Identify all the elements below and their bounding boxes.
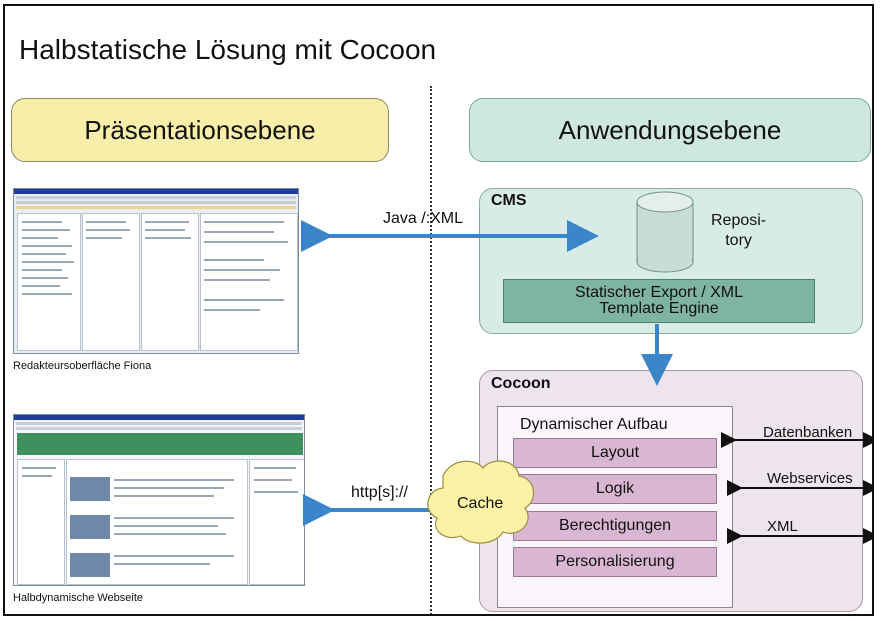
screenshot-text-line [22, 277, 68, 279]
screenshot-text-line [22, 261, 74, 263]
diagram-title: Halbstatische Lösung mit Cocoon [19, 34, 437, 65]
diagram-slide: Halbstatische Lösung mit Cocoon Präsenta… [3, 4, 874, 616]
caption-website: Halbdynamische Webseite [13, 592, 144, 604]
layer-layout: Layout [513, 438, 717, 468]
screenshot-text-line [254, 467, 296, 469]
screenshot-text-line [204, 241, 288, 243]
screenshot-text-line [204, 309, 260, 311]
screenshot-text-line [204, 269, 280, 271]
repository-cylinder-icon [636, 191, 694, 273]
website-article-image [70, 515, 110, 539]
cache-cloud-icon [427, 460, 535, 544]
screenshot-text-line [204, 231, 274, 233]
screenshot-text-line [22, 229, 70, 231]
export-line2: Template Engine [599, 300, 719, 317]
website-banner [17, 433, 303, 455]
screenshot-text-line [22, 253, 66, 255]
screenshot-text-line [114, 479, 234, 481]
screenshot-tree-panel [17, 213, 81, 351]
screenshot-titlebar [14, 415, 304, 420]
screenshot-text-line [22, 285, 60, 287]
screenshot-text-line [86, 237, 122, 239]
fiona-editor-screenshot [13, 188, 299, 354]
repository-label-line1: Reposi- [711, 212, 767, 229]
cms-label: CMS [491, 192, 527, 209]
screenshot-detail-panel [200, 213, 298, 351]
screenshot-text-line [86, 229, 130, 231]
screenshot-text-line [204, 221, 284, 223]
layer-divider [430, 86, 432, 614]
screenshot-text-line [22, 237, 58, 239]
screenshot-text-line [145, 221, 189, 223]
screenshot-text-line [114, 525, 218, 527]
screenshot-text-line [114, 487, 224, 489]
diagram-connectors [301, 191, 872, 544]
screenshot-text-line [114, 533, 226, 535]
screenshot-text-line [22, 245, 72, 247]
repository-label: Reposi- tory [711, 211, 766, 251]
caption-fiona: Redakteursoberfläche Fiona [13, 360, 152, 372]
screenshot-text-line [22, 467, 56, 469]
website-article-image [70, 553, 110, 577]
screenshot-text-line [86, 221, 126, 223]
website-nav [17, 459, 65, 585]
screenshot-text-line [254, 479, 292, 481]
website-article-image [70, 477, 110, 501]
screenshot-text-line [204, 299, 284, 301]
java-xml-label: Java /:XML [383, 210, 464, 227]
repository-label-line2: tory [725, 232, 752, 249]
http-label: http[s]:// [351, 484, 408, 501]
dynamic-build-label: Dynamischer Aufbau [520, 416, 668, 433]
screenshot-text-line [22, 475, 52, 477]
screenshot-text-line [114, 517, 234, 519]
screenshot-text-line [22, 293, 72, 295]
header-application-layer: Anwendungsebene [469, 98, 871, 162]
static-export-box: Statischer Export / XML Template Engine [503, 279, 815, 323]
screenshot-addressbar [16, 427, 302, 430]
layer-logic: Logik [513, 474, 717, 504]
screenshot-text-line [22, 269, 62, 271]
cache-label: Cache [457, 495, 504, 512]
screenshot-list-panel [82, 213, 140, 351]
screenshot-text-line [114, 495, 214, 497]
export-line1: Statischer Export / XML [574, 284, 744, 301]
layer-permissions: Berechtigungen [513, 511, 717, 541]
screenshot-text-line [22, 221, 62, 223]
header-presentation-layer: Präsentationsebene [11, 98, 389, 162]
screenshot-text-line [254, 491, 298, 493]
screenshot-text-line [145, 237, 191, 239]
screenshot-text-line [204, 279, 270, 281]
layer-personalization: Personalisierung [513, 547, 717, 577]
website-screenshot [13, 414, 305, 586]
screenshot-text-line [204, 259, 264, 261]
screenshot-list-panel [141, 213, 199, 351]
screenshot-text-line [114, 563, 210, 565]
screenshot-toolbar [16, 206, 296, 209]
screenshot-titlebar [14, 189, 298, 194]
screenshot-menubar [16, 422, 302, 425]
screenshot-text-line [145, 229, 185, 231]
cocoon-label: Cocoon [491, 375, 551, 392]
screenshot-text-line [114, 555, 234, 557]
screenshot-toolbar [16, 201, 296, 204]
screenshot-menubar [16, 196, 296, 199]
